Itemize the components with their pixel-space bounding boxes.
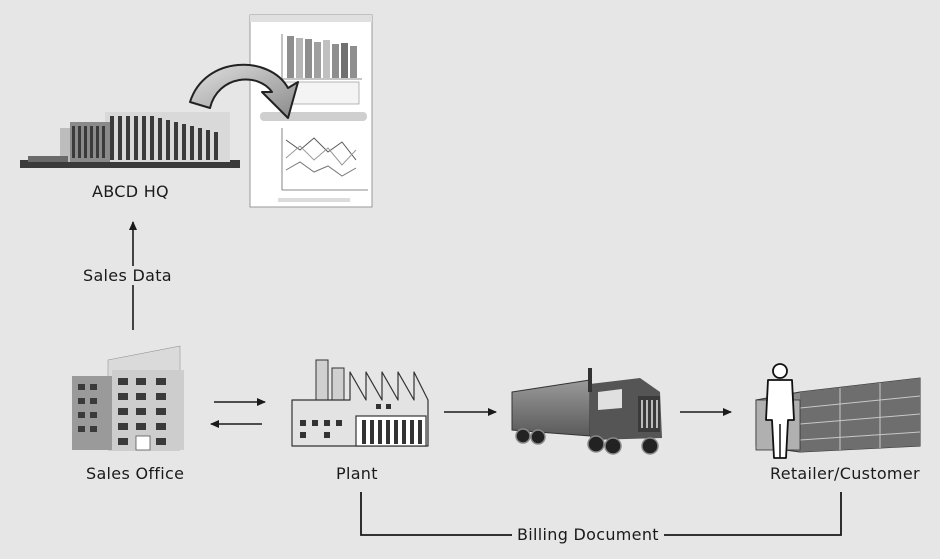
hq-building-icon bbox=[20, 112, 240, 168]
report-chart-icon bbox=[249, 14, 373, 208]
retailer-customer-icon bbox=[755, 363, 921, 459]
hq-label: ABCD HQ bbox=[92, 182, 169, 201]
retailer-label: Retailer/Customer bbox=[770, 464, 920, 483]
sales-data-label: Sales Data bbox=[78, 266, 177, 285]
plant-label: Plant bbox=[336, 464, 378, 483]
sales-office-label: Sales Office bbox=[86, 464, 185, 483]
curved-arrow-icon bbox=[189, 63, 299, 119]
billing-document-label: Billing Document bbox=[512, 525, 664, 544]
plant-factory-icon bbox=[291, 359, 429, 447]
sales-office-building-icon bbox=[72, 345, 184, 451]
truck-icon bbox=[511, 368, 662, 455]
